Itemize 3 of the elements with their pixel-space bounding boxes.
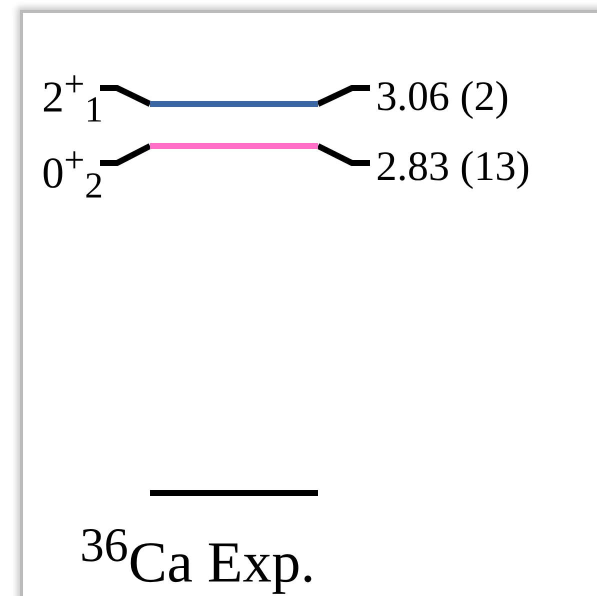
nucleus-label: $^{36}$Ca Exp.	[80, 522, 316, 592]
energy-value-label: 2.83 (13)	[376, 146, 530, 188]
energy-value-label: 3.06 (2)	[376, 76, 509, 118]
